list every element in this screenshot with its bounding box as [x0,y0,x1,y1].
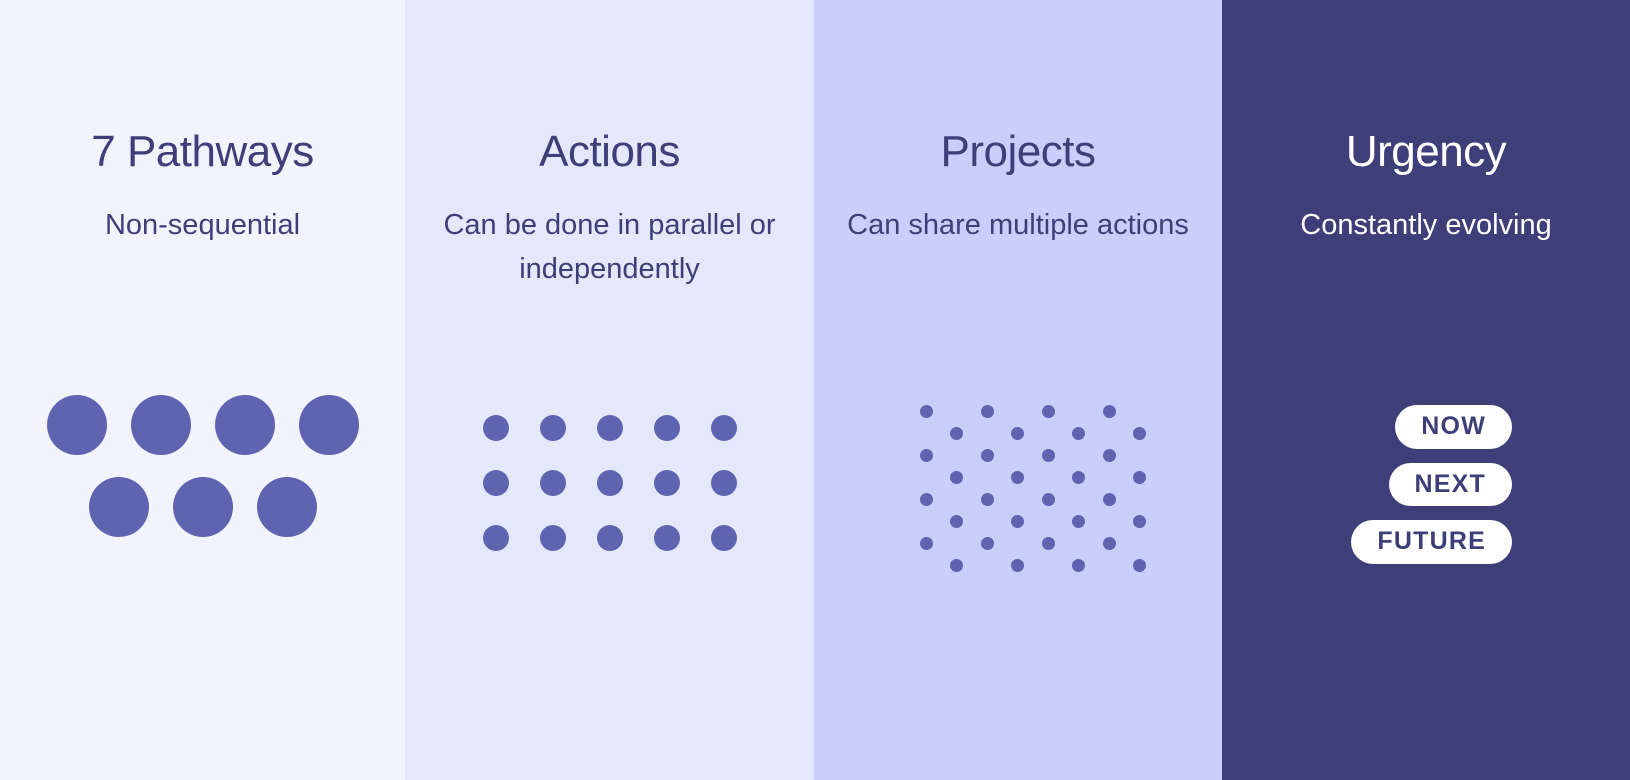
action-dot [710,525,737,551]
pathway-circle [172,477,233,537]
project-dot [981,449,994,462]
pathways-circle-cluster [0,395,405,595]
pathway-circle [214,395,275,455]
pathway-circle [88,477,149,537]
action-dot [539,470,566,496]
panel-title-actions: Actions [539,127,680,176]
project-dot [1042,405,1055,418]
project-dot [1011,515,1024,528]
panel-urgency: Urgency Constantly evolving NOW NEXT FUT… [1222,0,1630,780]
projects-dot-row [844,427,1252,440]
project-dot [920,449,933,462]
panel-actions: Actions Can be done in parallel or indep… [405,0,814,780]
projects-dot-row [814,449,1222,462]
pathways-circle-row-2 [0,477,405,537]
project-dot [1011,559,1024,572]
project-dot [1042,493,1055,506]
project-dot [1011,471,1024,484]
action-dot [710,415,737,441]
project-dot [950,559,963,572]
action-dot [653,415,680,441]
urgency-badge-stack: NOW NEXT FUTURE [1222,395,1630,595]
project-dot [981,537,994,550]
project-dot [1042,537,1055,550]
action-dot [539,415,566,441]
projects-dot-row [844,559,1252,572]
action-dot [596,415,623,441]
panel-subtitle-actions: Can be done in parallel or independently [443,209,776,286]
actions-grid [405,395,814,551]
panel-subtitle-pathways: Non-sequential [104,209,301,241]
pathway-circle [46,395,107,455]
project-dot [1103,493,1116,506]
project-dot [1133,471,1146,484]
project-dot [1133,427,1146,440]
pathways-circle-row-1 [0,395,405,455]
actions-dot-grid [405,395,814,595]
project-dot [920,405,933,418]
project-dot [950,515,963,528]
project-dot [1042,449,1055,462]
action-dot [710,470,737,496]
project-dot [1072,471,1085,484]
badge-now[interactable]: NOW [1395,405,1512,449]
pathway-circle [256,477,317,537]
panel-pathways: 7 Pathways Non-sequential [0,0,405,780]
panel-title-projects: Projects [940,127,1096,176]
pathway-circle [130,395,191,455]
badge-next[interactable]: NEXT [1388,462,1512,506]
project-dot [950,427,963,440]
urgency-badges: NOW NEXT FUTURE [1222,395,1630,564]
panel-projects: Projects Can share multiple actions [814,0,1222,780]
project-dot [1072,559,1085,572]
projects-dot-row [814,405,1222,418]
projects-dot-row [844,471,1252,484]
projects-dot-row [844,515,1252,528]
panel-subtitle-projects: Can share multiple actions [847,209,1189,241]
badge-future[interactable]: FUTURE [1351,520,1512,564]
project-dot [920,493,933,506]
project-dot [1072,515,1085,528]
project-dot [1103,537,1116,550]
panel-title-pathways: 7 Pathways [91,127,314,176]
action-dot [539,525,566,551]
panel-title-urgency: Urgency [1345,127,1507,176]
projects-dot-row [814,493,1222,506]
project-dot [1072,427,1085,440]
project-dot [1011,427,1024,440]
action-dot [596,470,623,496]
action-dot [482,525,509,551]
project-dot [920,537,933,550]
project-dot [1133,515,1146,528]
action-dot [482,470,509,496]
project-dot [981,405,994,418]
project-dot [1133,559,1146,572]
projects-dot-row [814,537,1222,550]
projects-dot-grid [814,395,1222,605]
action-dot [482,415,509,441]
panel-subtitle-urgency: Constantly evolving [1300,209,1552,241]
project-dot [1103,405,1116,418]
pathway-circle [298,395,359,455]
action-dot [596,525,623,551]
project-dot [981,493,994,506]
project-dot [950,471,963,484]
action-dot [653,470,680,496]
project-dot [1103,449,1116,462]
action-dot [653,525,680,551]
